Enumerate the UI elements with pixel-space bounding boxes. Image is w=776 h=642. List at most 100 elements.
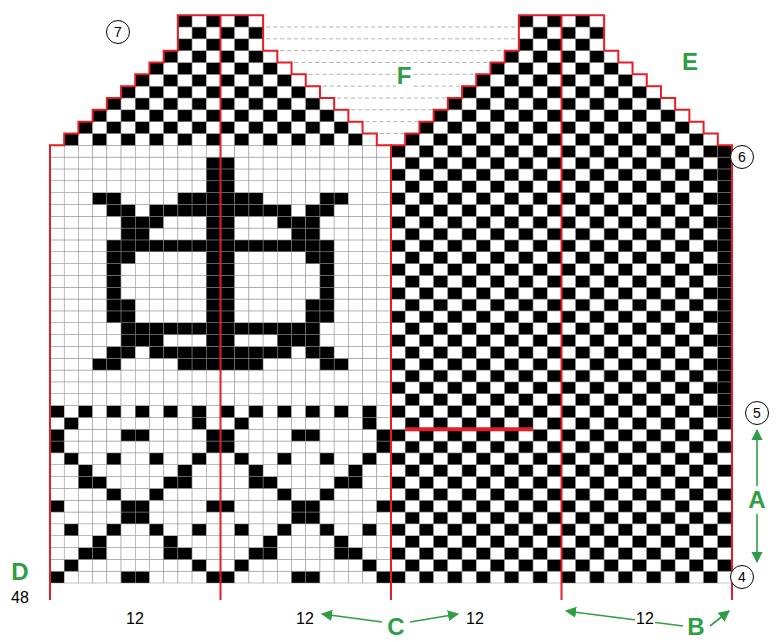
chart-cell <box>405 252 419 264</box>
chart-cell <box>306 548 320 560</box>
chart-cell <box>661 358 675 370</box>
chart-cell <box>363 406 377 418</box>
chart-cell <box>434 311 448 323</box>
chart-cell <box>490 488 504 500</box>
chart-cell <box>135 370 149 382</box>
chart-cell <box>462 193 476 205</box>
chart-cell <box>405 287 419 299</box>
chart-cell <box>178 453 192 465</box>
chart-cell <box>519 524 533 536</box>
chart-cell <box>164 204 178 216</box>
chart-cell <box>718 536 732 548</box>
chart-cell <box>277 275 291 287</box>
chart-cell <box>164 429 178 441</box>
chart-cell <box>249 346 263 358</box>
chart-cell <box>448 465 462 477</box>
chart-cell <box>476 500 490 512</box>
chart-cell <box>633 488 647 500</box>
chart-cell <box>306 133 320 145</box>
chart-cell <box>618 500 632 512</box>
chart-cell <box>206 512 220 524</box>
chart-cell <box>78 133 92 145</box>
chart-cell <box>292 406 306 418</box>
chart-cell <box>476 264 490 276</box>
chart-cell <box>178 335 192 347</box>
chart-cell <box>434 122 448 134</box>
chart-cell <box>647 216 661 228</box>
chart-cell <box>689 512 703 524</box>
chart-cell <box>576 488 590 500</box>
chart-cell <box>405 548 419 560</box>
chart-cell <box>391 169 405 181</box>
chart-cell <box>448 346 462 358</box>
chart-cell <box>476 536 490 548</box>
chart-cell <box>377 216 391 228</box>
chart-cell <box>547 133 561 145</box>
chart-cell <box>576 512 590 524</box>
chart-cell <box>93 441 107 453</box>
chart-cell <box>661 453 675 465</box>
chart-cell <box>391 240 405 252</box>
chart-cell <box>348 370 362 382</box>
chart-cell <box>675 299 689 311</box>
chart-cell <box>675 512 689 524</box>
chart-cell <box>647 512 661 524</box>
chart-cell <box>206 524 220 536</box>
chart-cell <box>604 240 618 252</box>
chart-cell <box>377 323 391 335</box>
chart-cell <box>306 228 320 240</box>
chart-cell <box>149 252 163 264</box>
chart-cell <box>718 524 732 536</box>
chart-cell <box>348 394 362 406</box>
chart-cell <box>689 465 703 477</box>
chart-cell <box>306 193 320 205</box>
chart-cell <box>64 287 78 299</box>
chart-cell <box>419 477 433 489</box>
chart-cell <box>519 500 533 512</box>
chart-cell <box>164 524 178 536</box>
chart-cell <box>519 62 533 74</box>
chart-cell <box>149 346 163 358</box>
chart-cell <box>320 157 334 169</box>
chart-cell <box>604 346 618 358</box>
chart-cell <box>334 110 348 122</box>
chart-cell <box>50 311 64 323</box>
chart-cell <box>419 571 433 583</box>
chart-cell <box>192 157 206 169</box>
chart-cell <box>675 323 689 335</box>
chart-cell <box>519 335 533 347</box>
chart-cell <box>363 193 377 205</box>
chart-cell <box>434 169 448 181</box>
chart-cell <box>192 110 206 122</box>
chart-cell <box>363 264 377 276</box>
chart-cell <box>164 335 178 347</box>
chart-cell <box>675 453 689 465</box>
chart-cell <box>533 346 547 358</box>
chart-cell <box>633 571 647 583</box>
chart-cell <box>419 240 433 252</box>
chart-cell <box>263 382 277 394</box>
chart-cell <box>221 252 235 264</box>
chart-cell <box>547 571 561 583</box>
chart-cell <box>93 157 107 169</box>
chart-cell <box>306 512 320 524</box>
chart-cell <box>405 157 419 169</box>
chart-cell <box>192 204 206 216</box>
chart-cell <box>263 287 277 299</box>
chart-cell <box>221 346 235 358</box>
chart-cell <box>235 287 249 299</box>
chart-cell <box>675 536 689 548</box>
chart-cell <box>93 240 107 252</box>
chart-cell <box>377 264 391 276</box>
chart-cell <box>206 465 220 477</box>
chart-cell <box>221 275 235 287</box>
chart-cell <box>547 500 561 512</box>
chart-cell <box>377 311 391 323</box>
chart-cell <box>235 299 249 311</box>
chart-cell <box>704 228 718 240</box>
chart-cell <box>277 323 291 335</box>
chart-cell <box>64 346 78 358</box>
chart-cell <box>93 275 107 287</box>
chart-cell <box>647 228 661 240</box>
chart-cell <box>121 559 135 571</box>
